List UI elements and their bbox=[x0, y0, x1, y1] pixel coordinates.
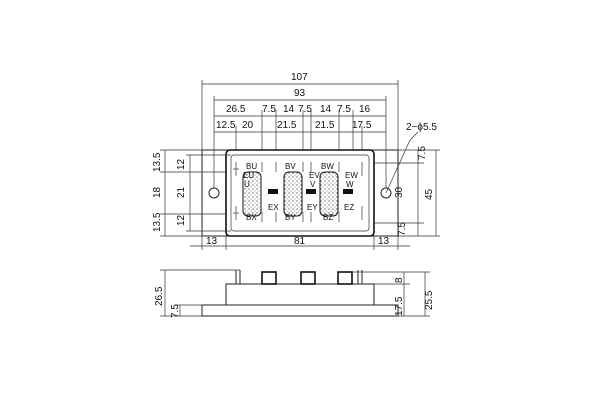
pin-marks bbox=[233, 162, 363, 222]
dim-side-right-3: 25.5 bbox=[424, 290, 435, 310]
dim-right-2: 30 bbox=[394, 186, 405, 198]
terminal-w bbox=[343, 189, 353, 194]
dim-sub-3: 21.5 bbox=[277, 120, 297, 131]
dim-bottom-2: 81 bbox=[294, 236, 306, 247]
dim-left-inner-2: 21 bbox=[176, 186, 187, 198]
side-terminal-v bbox=[300, 271, 316, 285]
pin-label-v: V bbox=[310, 180, 316, 189]
dim-offset-1: 26.5 bbox=[226, 104, 246, 115]
dim-left-outer-2: 18 bbox=[152, 186, 163, 198]
dim-right-1: 7.5 bbox=[417, 146, 428, 160]
top-dimension-lines bbox=[201, 80, 419, 194]
side-base-plate bbox=[201, 304, 399, 317]
terminal-v bbox=[306, 189, 316, 194]
dim-offset-3: 14 bbox=[283, 104, 295, 115]
pin-label-by: BY bbox=[285, 213, 296, 222]
pin-label-ey: EY bbox=[307, 203, 318, 212]
potting-compartment-v bbox=[283, 171, 303, 217]
dim-sub-4: 21.5 bbox=[315, 120, 335, 131]
side-terminals bbox=[235, 270, 363, 285]
side-housing bbox=[225, 283, 375, 306]
dim-bottom-1: 13 bbox=[206, 236, 218, 247]
right-dimension-lines bbox=[374, 149, 440, 237]
pin-label-ez: EZ bbox=[344, 203, 354, 212]
dim-left-inner-1: 12 bbox=[176, 158, 187, 170]
hole-callout: 2−ϕ5.5 bbox=[406, 122, 437, 133]
dim-offset-6: 7.5 bbox=[337, 104, 351, 115]
dim-right-3: 45 bbox=[424, 188, 435, 200]
pin-label-w: W bbox=[346, 180, 354, 189]
potting-compartment-u bbox=[242, 171, 262, 217]
dim-sub-5: 17.5 bbox=[352, 120, 372, 131]
dim-left-outer-1: 13.5 bbox=[152, 152, 163, 172]
left-dimension-lines bbox=[160, 149, 231, 237]
pin-label-bw: BW bbox=[321, 162, 334, 171]
dim-mount-pitch: 93 bbox=[294, 88, 306, 99]
dim-right-4: 7.5 bbox=[397, 222, 408, 236]
pin-label-bv: BV bbox=[285, 162, 296, 171]
side-terminal-u bbox=[261, 271, 277, 285]
pin-label-bx: BX bbox=[246, 213, 257, 222]
pin-label-ev: EV bbox=[309, 171, 320, 180]
terminal-u bbox=[268, 189, 278, 194]
top-view: BU BV BW EU EV EW U V W EX EY EZ BX BY B… bbox=[152, 72, 440, 250]
housing-outline bbox=[225, 149, 375, 237]
dim-offset-5: 14 bbox=[320, 104, 332, 115]
pin-label-bz: BZ bbox=[323, 213, 333, 222]
dim-offset-2: 7.5 bbox=[262, 104, 276, 115]
pin-label-u: U bbox=[244, 180, 250, 189]
dim-bottom-3: 13 bbox=[378, 236, 390, 247]
dim-side-right-2: 17.5 bbox=[394, 296, 405, 316]
pin-label-eu: EU bbox=[243, 171, 254, 180]
dim-side-left-2: 7.5 bbox=[170, 304, 181, 318]
pin-label-bu: BU bbox=[246, 162, 257, 171]
dim-left-outer-3: 13.5 bbox=[152, 212, 163, 232]
dim-sub-1: 12.5 bbox=[216, 120, 236, 131]
mount-hole-left bbox=[208, 187, 220, 199]
dim-overall-width: 107 bbox=[291, 72, 308, 83]
dim-offset-7: 16 bbox=[359, 104, 371, 115]
dim-sub-2: 20 bbox=[242, 120, 254, 131]
pin-label-ew: EW bbox=[345, 171, 358, 180]
dim-side-left-1: 26.5 bbox=[154, 286, 165, 306]
housing-inner-outline bbox=[230, 154, 370, 232]
side-dimension-lines bbox=[160, 269, 430, 317]
dim-left-inner-3: 12 bbox=[176, 214, 187, 226]
potting-compartment-w bbox=[319, 171, 339, 217]
pin-label-ex: EX bbox=[268, 203, 279, 212]
bottom-dimension-lines bbox=[190, 236, 410, 250]
side-view: 26.5 7.5 8 17.5 25.5 bbox=[154, 269, 435, 318]
dim-offset-4: 7.5 bbox=[298, 104, 312, 115]
dim-side-right-1: 8 bbox=[394, 277, 405, 283]
side-terminal-w bbox=[337, 271, 353, 285]
